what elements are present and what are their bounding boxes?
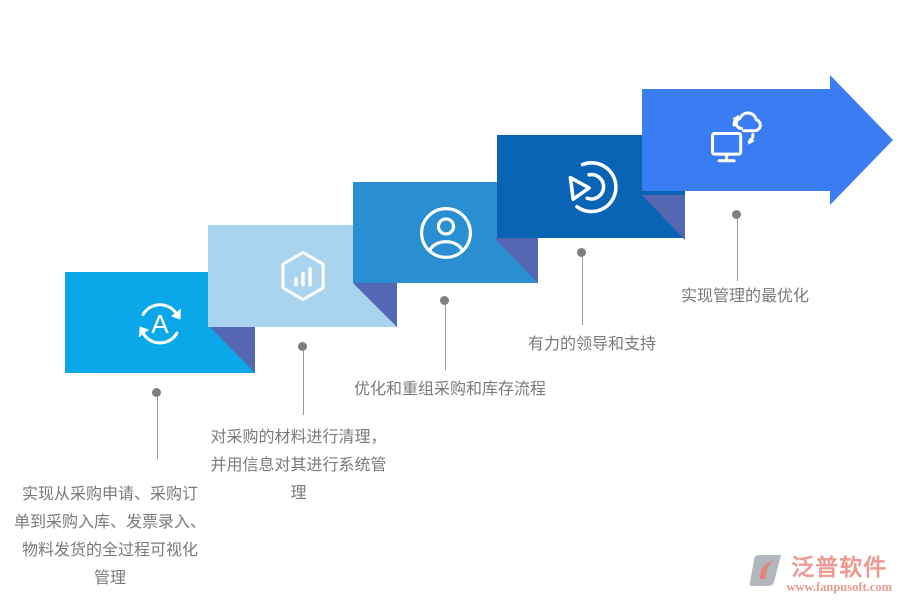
connector-line-2 bbox=[303, 351, 304, 415]
connector-line-5 bbox=[737, 219, 738, 281]
step-label-1: 实现从采购申请、采购订 单到采购入库、发票录入、 物料发货的全过程可视化 管理 bbox=[13, 486, 206, 587]
fanpu-logo-icon bbox=[750, 555, 782, 586]
connector-dot-3 bbox=[440, 296, 449, 305]
step-label-5: 实现管理的最优化 bbox=[680, 288, 809, 305]
user-icon bbox=[419, 206, 472, 259]
connector-line-1 bbox=[157, 397, 158, 459]
step-label-4: 有力的领导和支持 bbox=[527, 336, 656, 353]
fanpu-watermark: 泛普软件 www.fanpusoft.com bbox=[748, 554, 892, 594]
pie-arcs-icon bbox=[568, 160, 618, 213]
brand-url: www.fanpusoft.com bbox=[786, 580, 892, 594]
hexagon-chart-icon bbox=[280, 250, 325, 302]
connector-line-4 bbox=[582, 257, 583, 325]
watermark-text: 泛普软件 www.fanpusoft.com bbox=[786, 554, 892, 594]
brand-name: 泛普软件 bbox=[791, 554, 888, 580]
sync-a-icon: A bbox=[138, 302, 182, 344]
connector-dot-2 bbox=[298, 342, 307, 351]
step-label-2: 对采购的材料进行清理， 并用信息对其进行系统管 理 bbox=[210, 429, 387, 502]
cloud-computer-sync-icon bbox=[711, 111, 762, 163]
connector-dot-1 bbox=[152, 388, 161, 397]
step-arrow-5 bbox=[642, 75, 893, 205]
connector-dot-4 bbox=[577, 248, 586, 257]
connector-line-3 bbox=[445, 305, 446, 370]
connector-dot-5 bbox=[732, 210, 741, 219]
step-label-3: 优化和重组采购和库存流程 bbox=[353, 381, 546, 398]
svg-text:A: A bbox=[151, 309, 169, 339]
